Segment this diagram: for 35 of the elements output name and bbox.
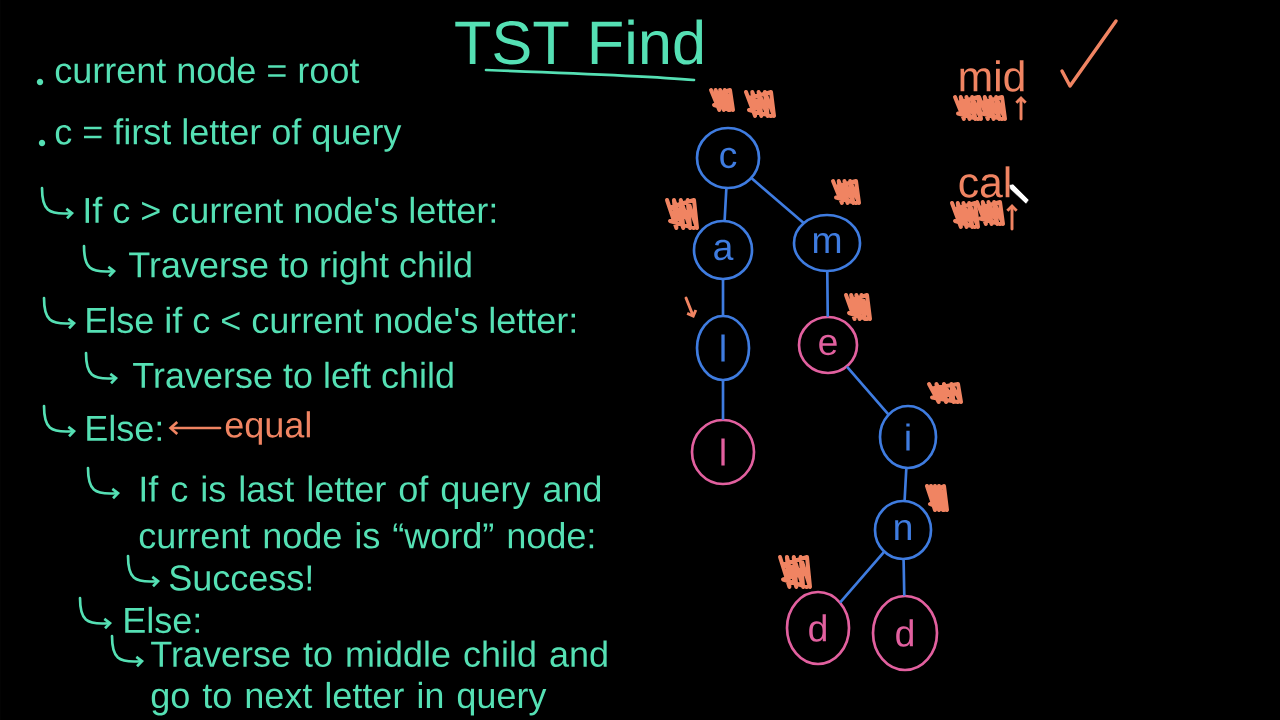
connector-line: [839, 551, 885, 603]
pseudocode-line: Success!: [169, 565, 312, 591]
pseudocode-line: If c is last letter of query and current node is “word” node:: [139, 475, 601, 549]
tree-node: e: [797, 315, 859, 375]
tree-node: c: [695, 126, 761, 190]
pseudocode-line: c = first letter of query: [55, 118, 402, 152]
pseudocode-line: Traverse to left child: [133, 361, 453, 389]
arrow: [168, 421, 222, 435]
tree-node: n: [873, 499, 933, 561]
connector-line: [750, 177, 805, 224]
pseudocode-line: Else:: [125, 606, 199, 634]
connector-line: [721, 279, 725, 316]
pseudocode-line: Traverse to right child: [129, 251, 471, 285]
annotation-text: cal: [959, 166, 1010, 198]
connector-line: [902, 559, 906, 596]
pseudocode-line: current node = root: [55, 56, 360, 84]
connector-line: [903, 467, 908, 502]
pseudocode-line: If c > current node's letter:: [85, 196, 496, 224]
tree-node: d: [871, 594, 939, 672]
pseudocode-line: Else if c < current node's letter:: [87, 306, 575, 334]
tree-node: m: [792, 213, 862, 273]
tree-node: i: [878, 404, 938, 470]
annotation-text: equal: [225, 411, 310, 445]
connector-line: [846, 366, 890, 415]
connector-line: [721, 380, 725, 420]
tree-node: a: [692, 219, 754, 281]
pseudocode-line: Traverse to middle child and go to next letter in query: [151, 640, 607, 716]
pseudocode-line: Else:: [87, 414, 161, 442]
tree-node: l: [695, 314, 751, 382]
tree-node: d: [785, 590, 851, 666]
tree-node: l: [690, 418, 756, 486]
connector-line: [825, 271, 830, 317]
connector-line: [723, 187, 728, 222]
annotation-text: mid: [960, 60, 1024, 92]
title: TST Find: [455, 19, 703, 65]
